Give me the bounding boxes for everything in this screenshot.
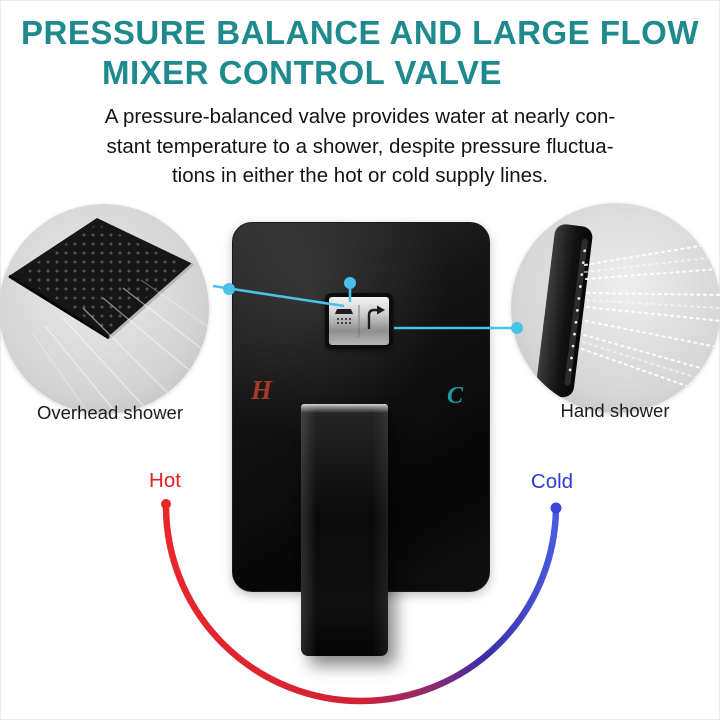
cold-arc-end-dot	[550, 502, 562, 514]
diverter-face	[335, 305, 385, 337]
hot-label: Hot	[149, 469, 181, 492]
page-title: PRESSURE BALANCE AND LARGE FLOW MIXER CO…	[1, 13, 719, 92]
overhead-shower-photo	[0, 204, 209, 414]
description-line-3: tions in either the hot or cold supply l…	[171, 163, 549, 187]
hand-shower-wand	[536, 224, 593, 398]
diverter-arrow-icon	[367, 305, 385, 329]
hand-shower-image	[511, 203, 720, 413]
description: A pressure-balanced valve provides water…	[1, 102, 719, 190]
title-line-1: PRESSURE BALANCE AND LARGE FLOW	[21, 14, 699, 51]
description-line-2: stant temperature to a shower, despite p…	[106, 134, 614, 158]
diverter-knob	[325, 293, 393, 349]
valve-hot-marking: H	[251, 375, 273, 405]
hot-arc-end-dot	[161, 499, 171, 509]
valve-plate: H C	[232, 222, 490, 656]
title-line-2: MIXER CONTROL VALVE	[101, 53, 503, 91]
hand-shower-photo	[511, 203, 720, 413]
water-streaks	[32, 279, 209, 414]
valve-handle	[301, 404, 388, 656]
hand-shower-label: Hand shower	[560, 400, 670, 421]
valve-cold-marking: C	[446, 383, 463, 409]
description-line-1: A pressure-balanced valve provides water…	[104, 105, 616, 129]
shower-head-icon	[335, 309, 353, 324]
overhead-shower-image	[0, 204, 209, 414]
overhead-shower-label: Overhead shower	[36, 402, 184, 423]
spray-streaks	[580, 241, 720, 393]
cold-label: Cold	[530, 470, 574, 493]
